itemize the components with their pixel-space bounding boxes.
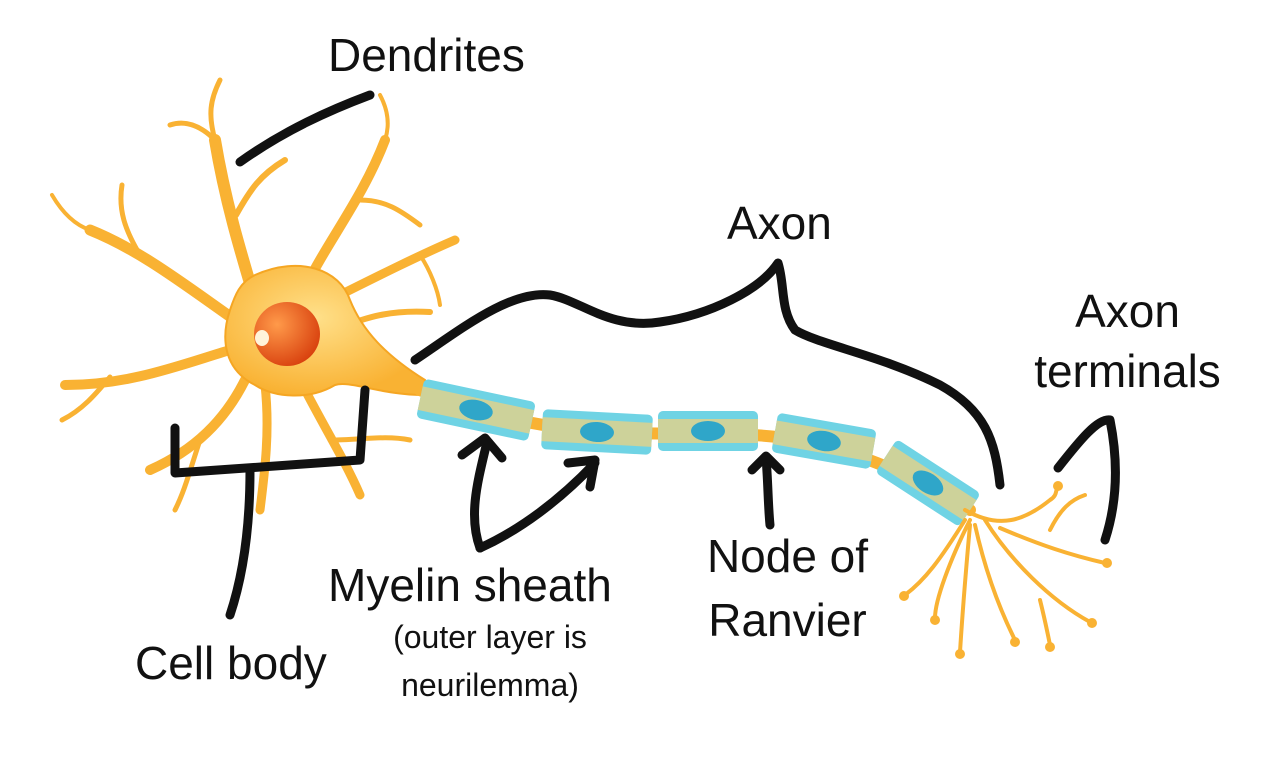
myelin-segment [658,411,758,451]
node-arrow-head [747,451,785,475]
cell-body-bracket [170,385,370,478]
label-axon-terminals-line1: Axon [1075,285,1180,337]
terminal-buttons [899,481,1112,659]
label-node-line1: Node of [706,530,869,582]
node-arrow [761,453,775,530]
label-node-of-ranvier: Node of Ranvier [680,533,895,643]
myelin-segment [772,413,876,469]
label-axon-terminals: Axon terminals [1010,288,1245,394]
dendrites [50,77,460,515]
dendrites-pointer-line [235,90,375,167]
nucleus [254,302,320,366]
myelin-segment [417,379,535,441]
label-dendrites: Dendrites [328,29,525,81]
myelin-arrow-1 [470,437,492,553]
terminals-pointer [1053,415,1120,545]
myelin-segment [541,409,653,455]
annotation-strokes [170,90,1120,620]
label-myelin-sheath: Myelin sheath [328,559,612,611]
label-myelin-note: (outer layer is neurilemma) [370,621,610,701]
label-myelin-note-line1: (outer layer is [393,619,587,655]
axon-brace [410,258,1005,490]
myelin-sheath [417,379,979,526]
label-node-line2: Ranvier [708,594,867,646]
myelin-segment [877,440,979,526]
myelin-arrow-2 [475,458,600,553]
label-myelin-note-line2: neurilemma) [401,667,579,703]
cell-body-pointer [225,465,255,620]
myelin-arrow-2-head [563,455,600,492]
axon-terminals [903,485,1107,654]
label-axon: Axon [727,197,832,249]
label-cell-body: Cell body [135,637,327,689]
label-axon-terminals-line2: terminals [1034,345,1221,397]
nucleolus [255,330,269,346]
myelin-arrow-1-head [457,433,507,463]
